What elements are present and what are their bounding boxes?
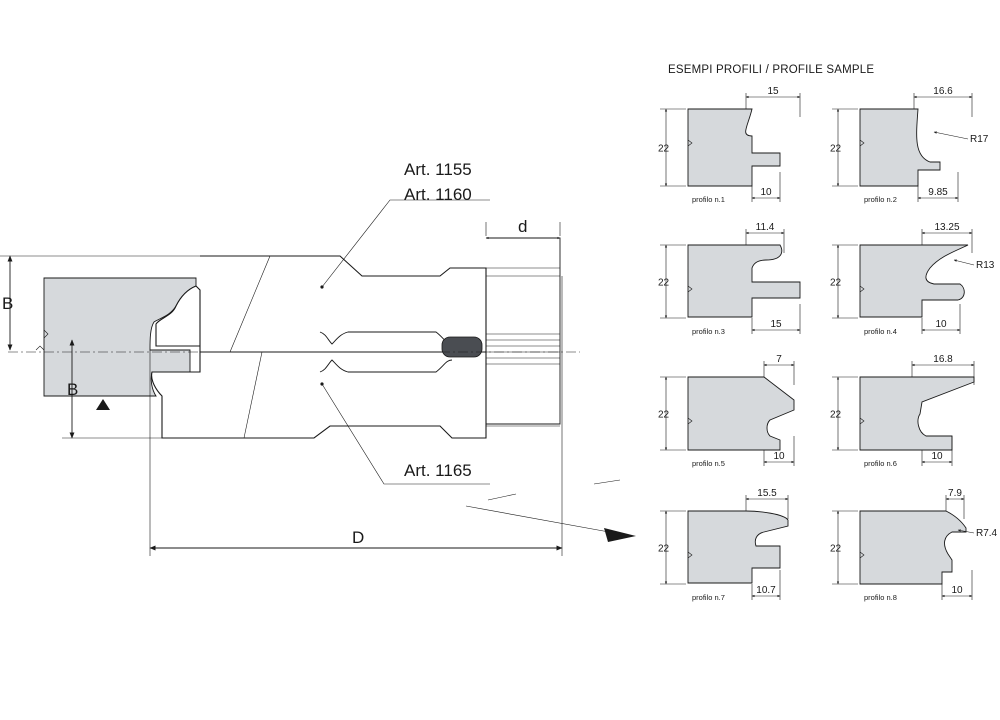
profile-height-dim: 22 xyxy=(830,144,842,155)
profile-sample-7: 22 15.5 10.7 profilo n.7 xyxy=(658,488,789,602)
profile-name: profilo n.1 xyxy=(692,195,725,204)
profile-name: profilo n.2 xyxy=(864,195,897,204)
dimension-d-label: d xyxy=(518,217,527,236)
profile-top-dim: 7 xyxy=(776,354,782,365)
profile-height-dim: 22 xyxy=(658,410,670,421)
dimension-B-upper-label: B xyxy=(2,294,13,313)
profile-top-dim: 13.25 xyxy=(934,222,959,233)
profile-top-dim: 7.9 xyxy=(948,488,962,499)
profile-top-dim: 16.8 xyxy=(933,354,953,365)
profile-bottom-dim: 9.85 xyxy=(928,187,948,198)
profile-name: profilo n.8 xyxy=(864,593,897,602)
profile-top-dim: 15 xyxy=(767,86,779,97)
profile-bottom-dim: 15 xyxy=(770,319,782,330)
profile-bottom-dim: 10 xyxy=(760,187,772,198)
profile-radius: R13 xyxy=(976,260,995,271)
profile-height-dim: 22 xyxy=(658,544,670,555)
profile-name: profilo n.3 xyxy=(692,327,725,336)
key-slot xyxy=(441,336,483,358)
profile-shape xyxy=(687,244,801,318)
profile-height-dim: 22 xyxy=(658,278,670,289)
lower-cutter xyxy=(151,351,487,439)
profile-sample-2: 22 16.6 9.85 R17 profilo n.2 xyxy=(830,86,989,204)
profile-name: profilo n.4 xyxy=(864,327,897,336)
profile-sample-1: 22 15 10 profilo n.1 xyxy=(658,86,801,204)
profile-shape xyxy=(859,108,941,187)
upper-cutter xyxy=(155,255,487,353)
profile-sample-4: 22 13.25 10 R13 profilo n.4 xyxy=(830,222,995,336)
profile-name: profilo n.7 xyxy=(692,593,725,602)
profile-bottom-dim: 10 xyxy=(935,319,947,330)
profile-height-dim: 22 xyxy=(830,410,842,421)
dimension-B-lower-label: B xyxy=(67,380,78,399)
profile-top-dim: 15.5 xyxy=(757,488,777,499)
dimension-D-label: D xyxy=(352,528,364,547)
profile-name: profilo n.5 xyxy=(692,459,725,468)
profile-radius: R7.4 xyxy=(976,528,998,539)
profile-top-dim: 16.6 xyxy=(933,86,953,97)
profile-bottom-dim: 10 xyxy=(773,451,785,462)
profile-bottom-dim: 10.7 xyxy=(756,585,776,596)
profile-sample-8: 22 7.9 10 R7.4 profilo n.8 xyxy=(830,488,998,602)
profile-sample-6: 22 16.8 10 profilo n.6 xyxy=(830,354,975,468)
profile-top-dim: 11.4 xyxy=(756,222,775,233)
profile-height-dim: 22 xyxy=(830,544,842,555)
label-art-1160: Art. 1160 xyxy=(404,185,472,204)
label-art-1165: Art. 1165 xyxy=(404,461,472,480)
profile-name: profilo n.6 xyxy=(864,459,897,468)
main-drawing: Art. 1155 Art. 1160 Art. 1165 d D B B xyxy=(0,160,636,556)
profile-shape xyxy=(859,376,975,451)
profile-height-dim: 22 xyxy=(830,278,842,289)
profile-shape xyxy=(687,376,795,451)
profile-shape xyxy=(859,510,967,585)
reference-triangle-icon xyxy=(96,399,110,410)
profile-samples: 22 15 10 profilo n.1 22 16.6 9.85 R17 profilo n.… xyxy=(658,86,998,602)
profile-radius: R17 xyxy=(970,134,989,145)
profile-bottom-dim: 10 xyxy=(931,451,943,462)
label-art-1155: Art. 1155 xyxy=(404,160,472,179)
profile-bottom-dim: 10 xyxy=(951,585,963,596)
profile-shape xyxy=(687,108,781,187)
profile-shape xyxy=(859,244,969,318)
samples-heading: ESEMPI PROFILI / PROFILE SAMPLE xyxy=(668,64,874,76)
profile-sample-5: 22 7 10 profilo n.5 xyxy=(658,354,795,468)
profile-shape xyxy=(687,510,789,584)
profile-sample-3: 22 11.4 15 profilo n.3 xyxy=(658,222,801,336)
profile-height-dim: 22 xyxy=(658,144,670,155)
